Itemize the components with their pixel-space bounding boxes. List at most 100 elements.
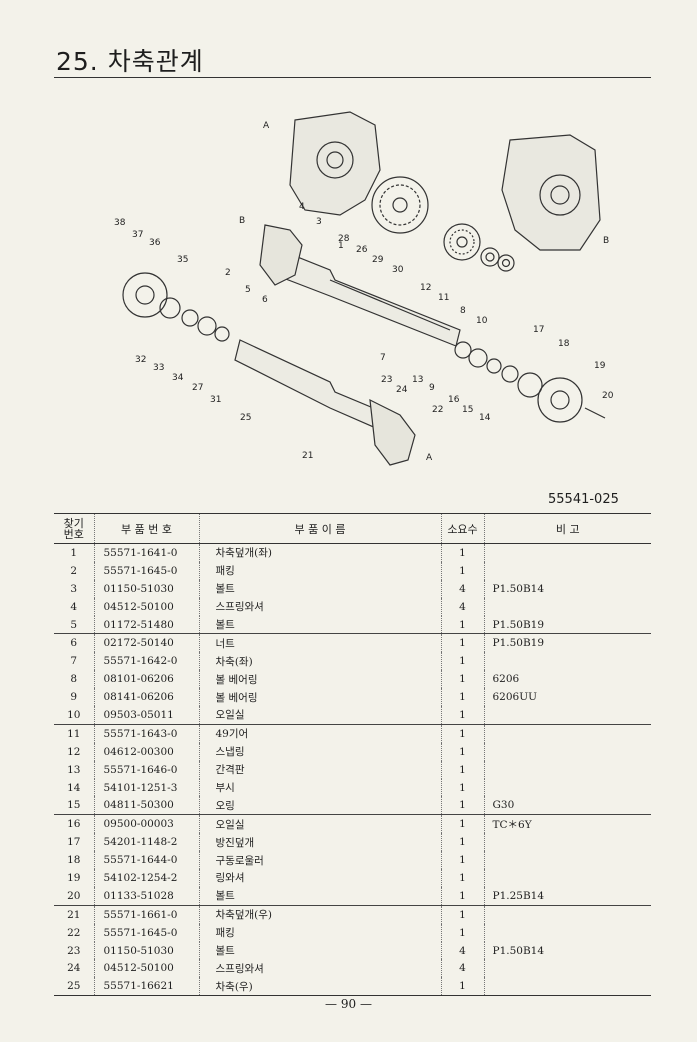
cell-part-number: 55571-1661-0	[93, 905, 199, 924]
cell-part-number: 02172-50140	[93, 633, 199, 653]
cell-part-name: 너트	[198, 633, 441, 653]
cell-quantity: 1	[440, 742, 484, 761]
cell-index: 11	[67, 727, 81, 740]
cell-part-number: 01172-51480	[93, 615, 199, 635]
cell-part-number: 01150-51030	[93, 941, 199, 960]
callout-label: 36	[149, 238, 161, 248]
cell-index: 25	[54, 977, 94, 997]
cell-remark	[483, 977, 651, 997]
cell-index: 6	[70, 637, 78, 650]
cell-quantity: 1	[440, 778, 484, 797]
view-label: A	[263, 121, 270, 131]
header-quantity: 소요수	[440, 513, 484, 544]
callout-label: 1	[338, 241, 344, 251]
callout-label: 37	[132, 230, 143, 240]
cell-index: 2	[70, 564, 78, 577]
callout-label: 33	[153, 363, 164, 373]
callout-label: 2	[225, 268, 231, 278]
cell-remark: P1.50B14	[483, 579, 651, 598]
cell-index: 20	[54, 886, 94, 906]
cell-quantity: 1	[440, 706, 484, 725]
cell-quantity: 1	[440, 869, 484, 887]
cell-part-number: 55571-1644-0	[93, 851, 199, 870]
cell-remark	[483, 706, 651, 725]
cell-part-name: 스냅링	[198, 742, 441, 761]
cell-index: 17	[67, 836, 81, 849]
cell-quantity: 1	[440, 886, 484, 906]
cell-part-name: 스프링와셔	[198, 959, 441, 978]
cell-part-number: 04512-50100	[93, 959, 199, 978]
callout-label: 10	[476, 316, 488, 326]
callout-label: 7	[380, 353, 386, 363]
cell-part-number: 55571-1642-0	[93, 652, 199, 671]
cell-part-name: 오링	[198, 796, 441, 816]
callout-label: 16	[448, 395, 460, 405]
view-label: B	[603, 236, 609, 246]
callout-label: 29	[372, 255, 384, 265]
callout-label: 19	[594, 361, 606, 371]
cell-remark	[483, 543, 651, 562]
cell-part-name: 구동로울러	[198, 851, 441, 870]
cell-part-name: 볼트	[198, 615, 441, 635]
cell-remark: P1.50B14	[483, 941, 651, 960]
cell-index: 14	[67, 781, 81, 794]
cell-quantity: 4	[440, 579, 484, 598]
cell-quantity: 1	[440, 814, 484, 834]
cell-quantity: 1	[440, 923, 484, 942]
cell-remark	[483, 724, 651, 743]
callout-label: 22	[432, 405, 443, 415]
header-index-line2: 번호	[63, 527, 84, 541]
cell-quantity: 1	[440, 615, 484, 635]
callout-label: 12	[420, 283, 431, 293]
cell-part-number: 09503-05011	[93, 706, 199, 725]
callout-label: 18	[558, 339, 570, 349]
cell-part-name: 49기어	[198, 724, 441, 743]
cell-index: 4	[70, 600, 78, 613]
cell-remark: P1.50B19	[483, 615, 651, 635]
callout-label: 20	[602, 391, 614, 401]
cell-part-name: 볼 베어링	[198, 670, 441, 689]
cell-index: 19	[67, 871, 81, 884]
callout-label: 34	[172, 373, 184, 383]
callout-label: 14	[479, 413, 491, 423]
cell-index: 3	[70, 582, 78, 595]
cell-part-name: 오일실	[198, 706, 441, 725]
cell-index: 22	[67, 926, 81, 939]
cell-part-number: 55571-1645-0	[93, 561, 199, 580]
table-header-row: 찾기 번호 부 품 번 호 부 품 이 름 소요수 비 고	[54, 513, 651, 544]
cell-part-name: 부시	[198, 778, 441, 797]
cell-remark	[483, 742, 651, 761]
callout-label: 3	[316, 217, 322, 227]
cell-remark	[483, 833, 651, 852]
callout-label: 8	[460, 306, 466, 316]
cell-part-number: 54102-1254-2	[93, 869, 199, 887]
header-part-name: 부 품 이 름	[198, 513, 441, 544]
cell-part-number: 55571-1641-0	[93, 543, 199, 562]
callout-label: 5	[245, 285, 251, 295]
view-label: A	[426, 453, 433, 463]
callout-label: 27	[192, 383, 203, 393]
cell-index: 8	[70, 673, 78, 686]
cell-quantity: 4	[440, 597, 484, 616]
cell-part-name: 볼 베어링	[198, 688, 441, 707]
cell-quantity: 1	[440, 688, 484, 707]
cell-remark	[483, 561, 651, 580]
page-number: — 90 —	[325, 997, 372, 1011]
cell-remark	[483, 851, 651, 870]
cell-part-number: 54201-1148-2	[93, 833, 199, 852]
cell-remark: 6206	[483, 670, 651, 689]
cell-remark: 6206UU	[483, 688, 651, 707]
cell-part-name: 간격판	[198, 760, 441, 779]
